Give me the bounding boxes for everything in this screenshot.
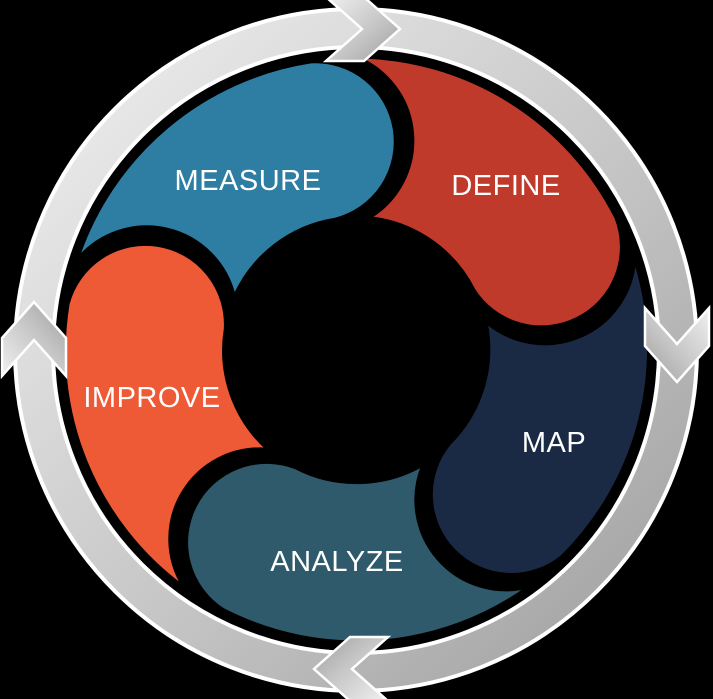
- label-analyze: ANALYZE: [270, 546, 404, 578]
- label-improve: IMPROVE: [83, 382, 220, 414]
- center-circle: [236, 230, 476, 470]
- segment-labels: DEFINE MAP ANALYZE IMPROVE MEASURE: [83, 165, 586, 578]
- label-measure: MEASURE: [175, 165, 322, 197]
- label-map: MAP: [522, 427, 586, 459]
- label-define: DEFINE: [451, 170, 560, 202]
